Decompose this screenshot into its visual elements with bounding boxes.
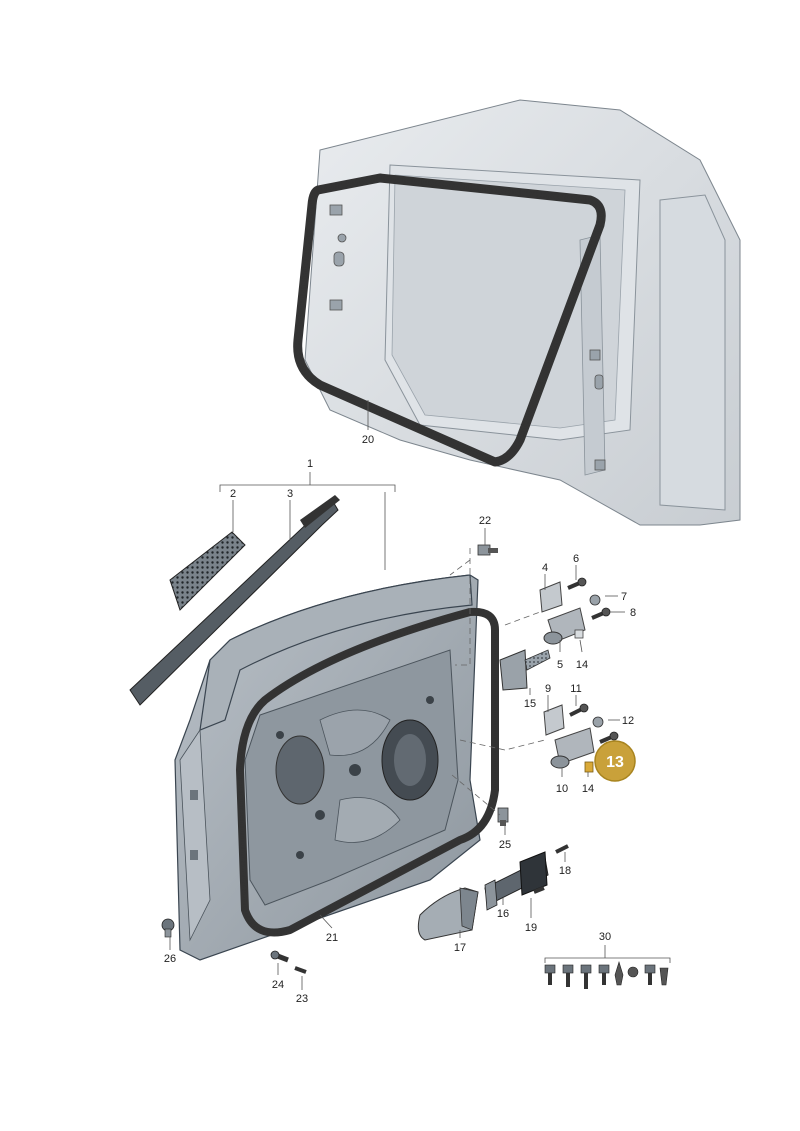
callout-26: 26 <box>164 953 176 965</box>
bolt-22 <box>477 544 498 556</box>
callout-11: 11 <box>570 683 581 695</box>
callout-10: 10 <box>556 783 568 795</box>
callout-8: 8 <box>630 607 636 619</box>
callout-13: 13 <box>606 754 624 771</box>
callout-15: 15 <box>524 698 536 710</box>
callout-24: 24 <box>272 979 284 991</box>
upper-hinge-bolts <box>567 577 611 620</box>
callout-21: 21 <box>326 932 338 944</box>
insulation-pad <box>169 531 246 611</box>
lower-hinge <box>543 704 595 773</box>
callout-9: 9 <box>545 683 551 695</box>
callout-14-upper: 14 <box>576 659 588 671</box>
callout-17: 17 <box>454 942 466 954</box>
callout-5: 5 <box>557 659 563 671</box>
body-door-seal <box>293 173 606 467</box>
callout-22: 22 <box>479 515 491 527</box>
lower-hinge-bolts <box>569 703 619 744</box>
fastener-kit <box>544 960 669 989</box>
callout-20: 20 <box>362 434 374 446</box>
callout-14-lower: 14 <box>582 783 594 795</box>
callout-3: 3 <box>287 488 293 500</box>
fasteners-bottom <box>161 918 307 974</box>
callout-19: 19 <box>525 922 537 934</box>
callout-2: 2 <box>230 488 236 500</box>
callout-6: 6 <box>573 553 579 565</box>
door-shell <box>174 574 481 961</box>
callout-7: 7 <box>621 591 627 603</box>
bolt-25 <box>497 807 509 826</box>
callout-labels: 1 2 3 4 5 6 7 8 9 10 11 12 14 14 15 16 1… <box>164 434 636 1005</box>
callout-25: 25 <box>499 839 511 851</box>
callout-18: 18 <box>559 865 571 877</box>
highlighted-callout-13[interactable]: 13 <box>594 740 636 782</box>
leader-lines <box>169 400 671 990</box>
window-channel-strip <box>129 495 340 706</box>
callout-12: 12 <box>622 715 634 727</box>
callout-4: 4 <box>542 562 548 574</box>
callout-1: 1 <box>307 458 313 470</box>
car-body-opening <box>304 99 741 526</box>
door-check-strap <box>484 844 569 911</box>
highlight-badge[interactable] <box>594 740 636 782</box>
upper-hinge <box>499 581 586 691</box>
callout-16: 16 <box>497 908 509 920</box>
handle-housing <box>417 887 479 941</box>
door-seal <box>236 607 499 937</box>
callout-23: 23 <box>296 993 308 1005</box>
callout-30: 30 <box>599 931 611 943</box>
